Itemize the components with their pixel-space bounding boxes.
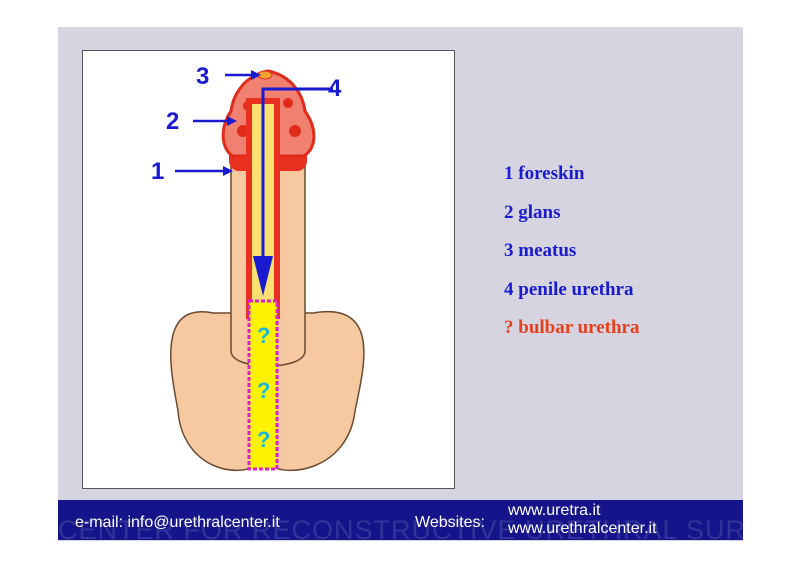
arrow-4 bbox=[261, 87, 333, 276]
footer-banner: CENTER FOR RECONSTRUCTIVE URETHRAL SURGE… bbox=[58, 500, 743, 540]
legend: 1 foreskin 2 glans 3 meatus 4 penile ure… bbox=[504, 163, 640, 356]
anatomy-figure: 3 2 1 4 ? ? ? bbox=[82, 50, 455, 489]
bulbar-urethra bbox=[247, 299, 279, 471]
legend-item-foreskin: 1 foreskin bbox=[504, 163, 585, 184]
websites-label: Websites: bbox=[415, 514, 485, 531]
legend-item-glans: 2 glans bbox=[504, 201, 561, 223]
legend-item-meatus: 3 meatus bbox=[504, 240, 577, 261]
email-link[interactable]: e-mail: info@urethralcenter.it bbox=[75, 514, 280, 531]
watermark: CENTER FOR RECONSTRUCTIVE URETHRAL SURGE… bbox=[58, 515, 743, 540]
label-2: 2 bbox=[166, 108, 179, 135]
legend-item-penile-urethra: 4 penile urethra bbox=[504, 278, 634, 300]
label-1: 1 bbox=[151, 158, 164, 185]
question-mark: ? bbox=[257, 427, 270, 452]
website-link-uretra[interactable]: www.uretra.it bbox=[508, 502, 601, 519]
website-link-urethralcenter[interactable]: www.urethralcenter.it bbox=[508, 520, 657, 537]
legend-item-bulbar-urethra: ? bulbar urethra bbox=[504, 317, 640, 338]
question-mark: ? bbox=[257, 323, 270, 348]
question-mark: ? bbox=[257, 378, 270, 403]
label-3: 3 bbox=[196, 63, 209, 90]
label-4: 4 bbox=[328, 75, 342, 102]
